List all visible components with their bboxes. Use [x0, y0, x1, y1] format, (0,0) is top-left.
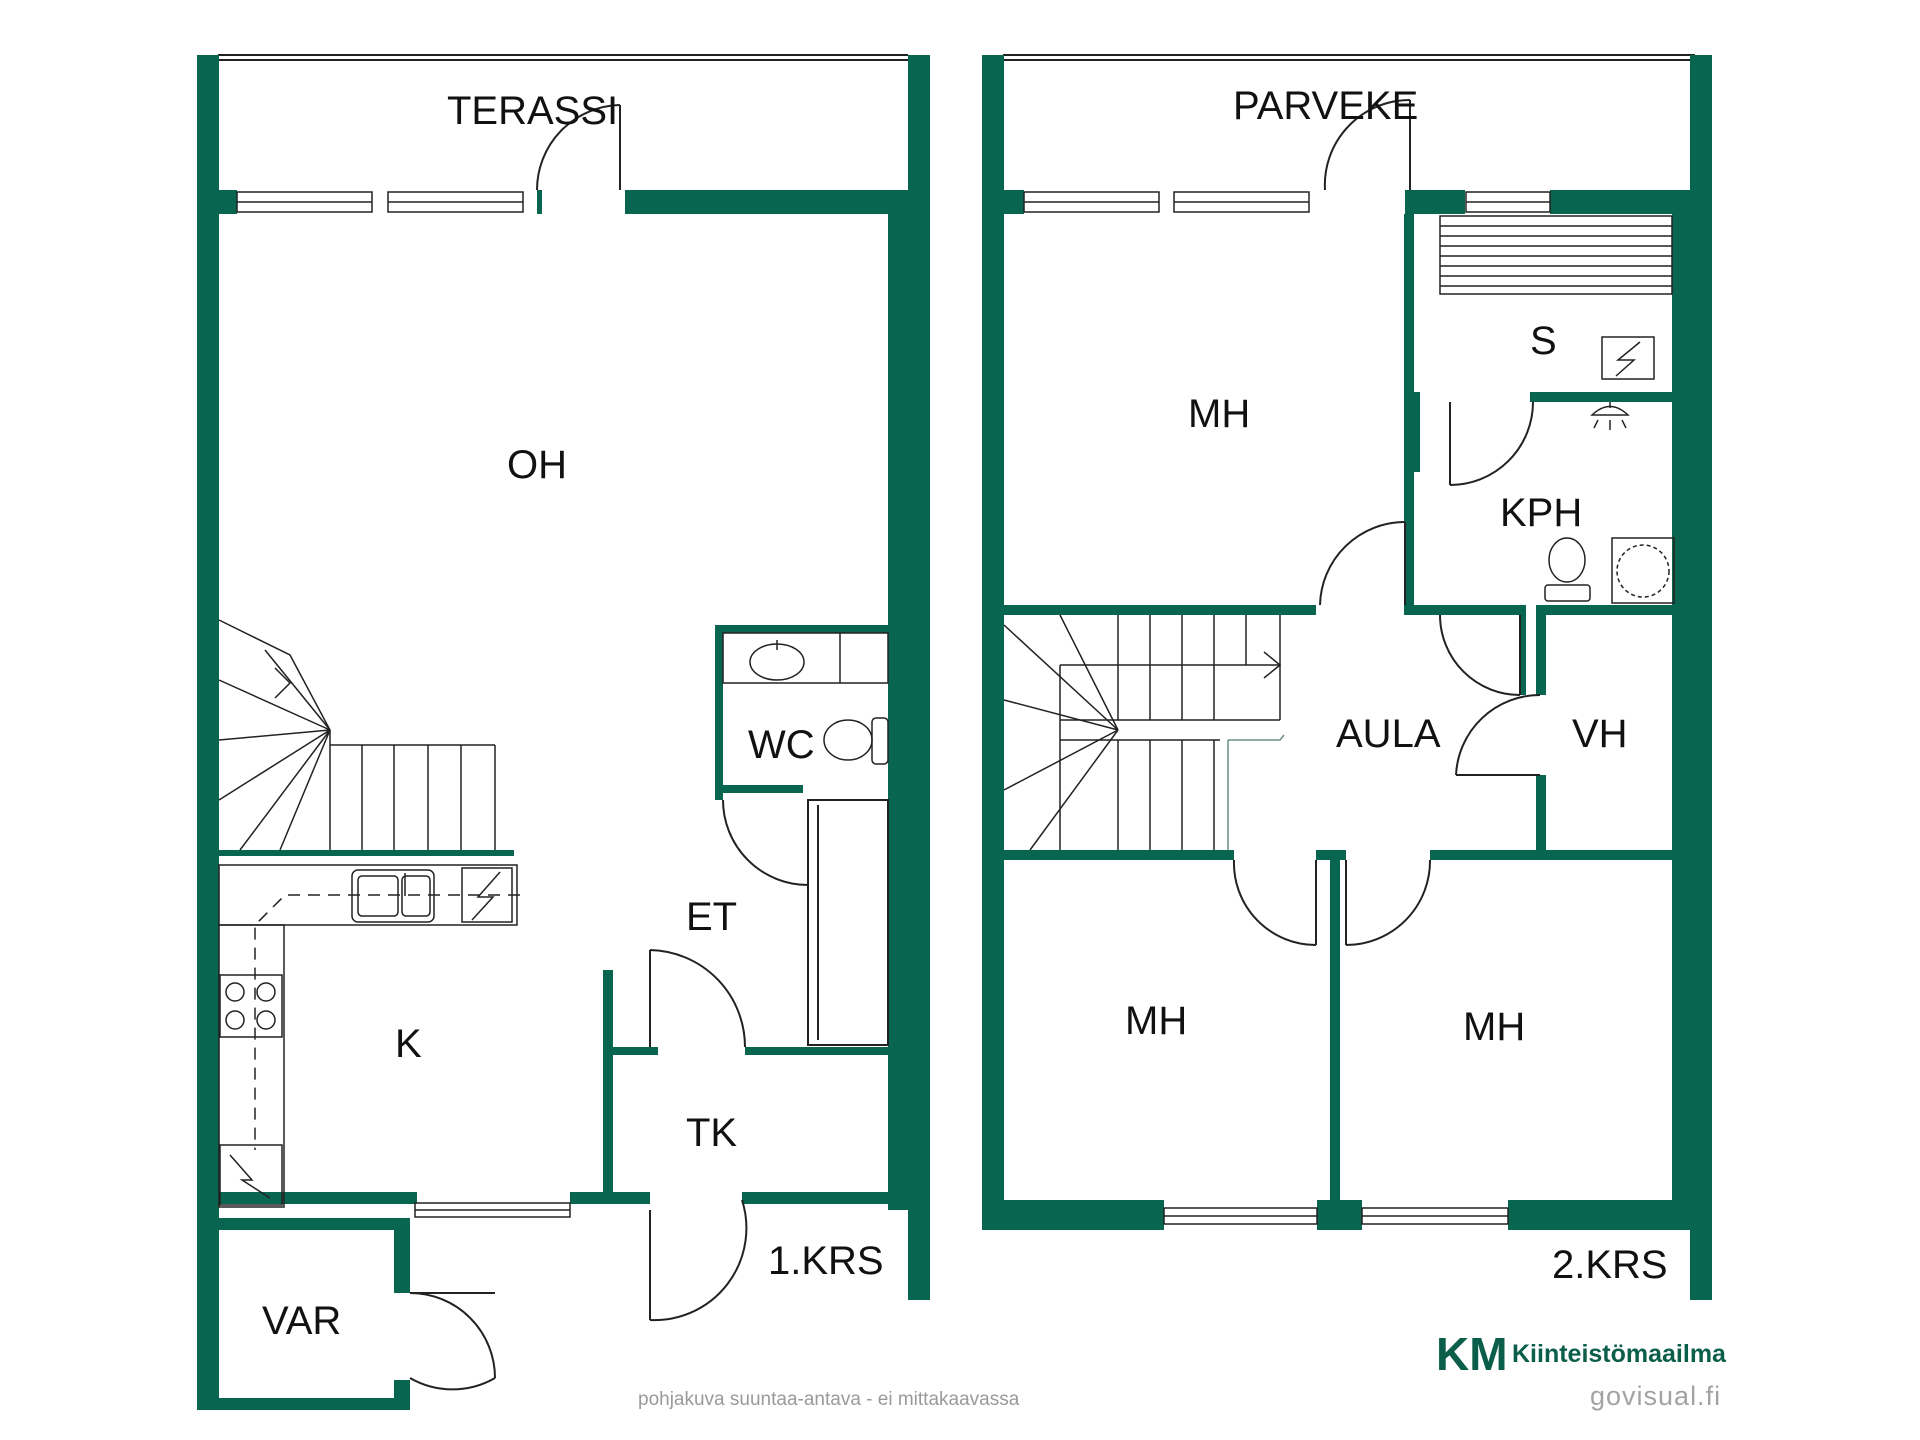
km-logo: KM: [1436, 1328, 1508, 1380]
electric-panel-icon: [219, 1144, 283, 1206]
hall-label: AULA: [1336, 712, 1441, 756]
footer: pohjakuva suuntaa-antava - ei mittakaava…: [638, 1328, 1727, 1411]
terrace-outline: [218, 54, 908, 61]
sauna-heater-icon: [1601, 336, 1655, 380]
floor-2-staircase: [1003, 614, 1285, 851]
stove-icon: [219, 974, 283, 1038]
floor-1-doors: [409, 104, 809, 1391]
utility-room-label: TK: [686, 1111, 737, 1155]
wc-label: WC: [748, 723, 815, 767]
svg-text:KM: KM: [1436, 1328, 1508, 1380]
floor-2-label: 2.KRS: [1552, 1243, 1668, 1287]
bathroom-label: KPH: [1500, 491, 1582, 535]
storage-label: VAR: [262, 1299, 341, 1343]
electric-panel-icon: [461, 867, 513, 923]
terrace-label: TERASSI: [447, 89, 618, 133]
entry-wardrobe: [807, 799, 889, 1046]
living-room-label: OH: [507, 443, 567, 487]
sauna-bench: [1439, 215, 1673, 295]
floor-1-staircase: [218, 619, 496, 851]
brand-name: Kiinteistömaailma: [1512, 1340, 1727, 1368]
floor-2-doors: [1232, 98, 1541, 946]
floor-1: TERASSI OH WC ET K TK VAR 1.KRS: [197, 54, 930, 1410]
bedroom-right-label: MH: [1463, 1005, 1525, 1049]
sauna-label: S: [1530, 319, 1557, 363]
shower-icon: [1590, 402, 1630, 430]
kitchen: [218, 864, 520, 1208]
toilet-icon: [823, 717, 889, 765]
kitchen-label: K: [395, 1022, 422, 1066]
balcony-label: PARVEKE: [1233, 84, 1418, 128]
floor-1-walls: [197, 55, 930, 1410]
govisual-credit: govisual.fi: [1590, 1381, 1721, 1411]
kitchen-sink-icon: [351, 869, 435, 923]
wc-fixtures: [722, 632, 889, 765]
floor-drain-icon: [1611, 537, 1675, 604]
floor-1-windows: [236, 191, 571, 1218]
disclaimer-note: pohjakuva suuntaa-antava - ei mittakaava…: [638, 1389, 1020, 1410]
bathroom-fixtures: [1544, 402, 1675, 604]
bedroom-top-label: MH: [1188, 392, 1250, 436]
floor-1-label: 1.KRS: [768, 1239, 884, 1283]
balcony-outline: [1003, 54, 1695, 61]
washbasin-icon: [749, 640, 805, 681]
floor-2-windows: [1023, 191, 1551, 1225]
entry-label: ET: [686, 895, 737, 939]
toilet-icon: [1544, 537, 1591, 602]
floor-2: PARVEKE MH S KPH AULA VH MH MH 2.KRS: [982, 54, 1712, 1300]
floor-2-walls: [982, 55, 1712, 1300]
closet-label: VH: [1572, 712, 1628, 756]
bedroom-left-label: MH: [1125, 999, 1187, 1043]
